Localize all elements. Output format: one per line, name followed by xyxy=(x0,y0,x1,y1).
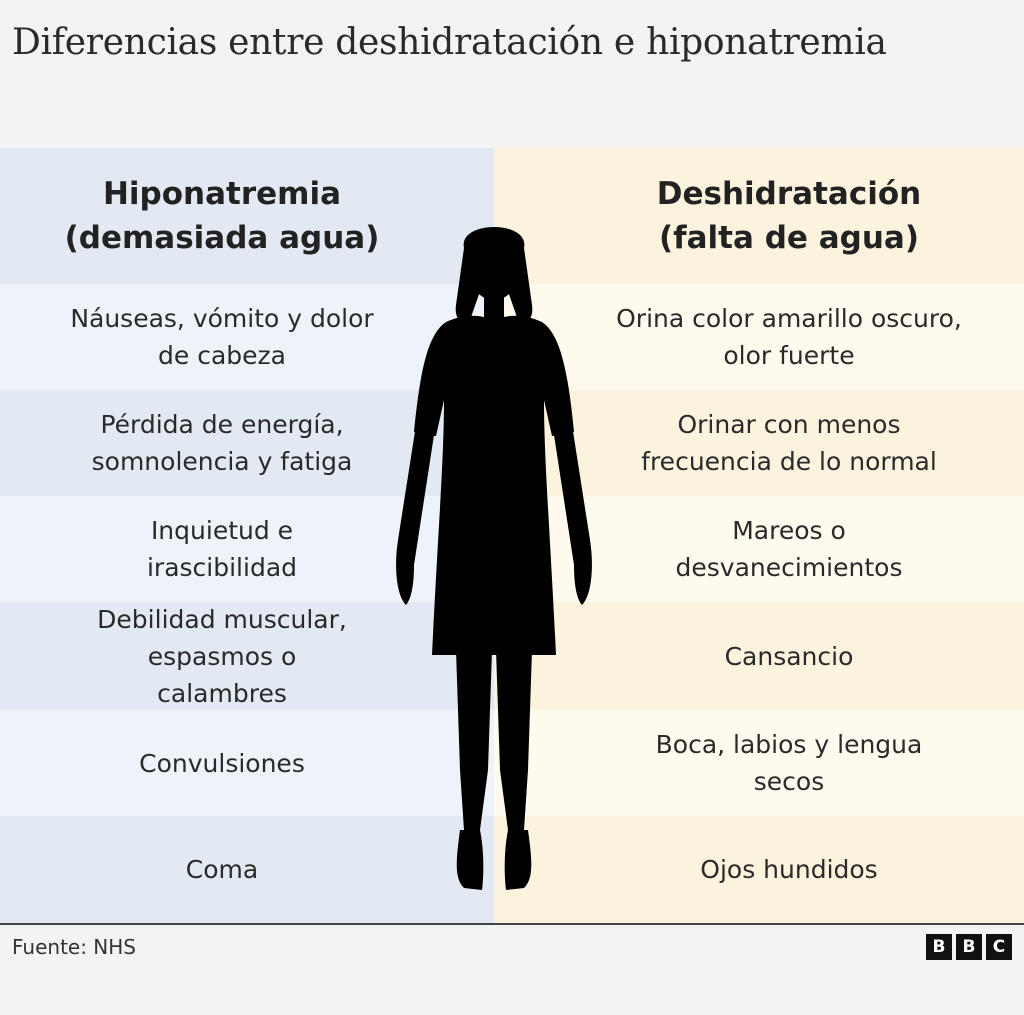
symptom-line: Debilidad muscular, xyxy=(97,604,347,634)
dehydration-symptom: Orinar con menos frecuencia de lo normal xyxy=(494,390,1024,496)
symptom-line: Orina color amarillo oscuro, xyxy=(616,304,962,333)
hyponatremia-symptom: Debilidad muscular, espasmos o calambres xyxy=(0,602,494,710)
woman-silhouette-illustration: .darkfig .hair { fill: #1f4357; } .darkf… xyxy=(396,227,592,890)
logo-letter: C xyxy=(986,934,1012,960)
symptom-line: somnolencia y fatiga xyxy=(91,447,353,476)
symptom-line: de cabeza xyxy=(158,341,286,370)
symptom-line: olor fuerte xyxy=(723,341,855,370)
logo-letter: B xyxy=(926,934,952,960)
hyponatremia-symptom: Coma xyxy=(0,816,494,923)
source-credit: Fuente: NHS xyxy=(12,935,137,959)
symptom-line: Orinar con menos xyxy=(677,410,901,439)
symptom-line: Inquietud e xyxy=(150,516,294,545)
symptom-line: Convulsiones xyxy=(139,748,305,778)
symptom-line: desvanecimientos xyxy=(675,553,903,582)
symptom-line: espasmos o xyxy=(147,641,297,671)
bbc-logo: B B C xyxy=(926,934,1012,960)
hyponatremia-panel: Hiponatremia (demasiada agua) Náuseas, v… xyxy=(0,148,494,923)
hyponatremia-subtitle: (demasiada agua) xyxy=(64,220,380,256)
logo-letter: B xyxy=(956,934,982,960)
symptom-line: calambres xyxy=(157,678,287,708)
symptom-line: secos xyxy=(753,767,825,796)
dehydration-symptom: Orina color amarillo oscuro, olor fuerte xyxy=(494,284,1024,390)
symptom-line: Boca, labios y lengua xyxy=(655,730,923,759)
symptom-line: Coma xyxy=(185,855,259,884)
dehydration-title: Deshidratación xyxy=(656,176,922,212)
symptom-line: Mareos o xyxy=(732,516,846,545)
symptom-line: Cansancio xyxy=(724,641,854,671)
hyponatremia-symptom: Náuseas, vómito y dolor de cabeza xyxy=(0,284,494,390)
hyponatremia-header: Hiponatremia (demasiada agua) xyxy=(0,148,494,284)
hyponatremia-title: Hiponatremia xyxy=(102,176,342,212)
symptom-line: frecuencia de lo normal xyxy=(641,447,937,476)
dehydration-symptom: Ojos hundidos xyxy=(494,816,1024,923)
dehydration-symptom: Boca, labios y lengua secos xyxy=(494,710,1024,816)
hyponatremia-symptom: Pérdida de energía, somnolencia y fatiga xyxy=(0,390,494,496)
hyponatremia-symptom: Convulsiones xyxy=(0,710,494,816)
dehydration-symptom: Cansancio xyxy=(494,602,1024,710)
symptom-line: Ojos hundidos xyxy=(700,855,878,884)
footer-divider xyxy=(0,923,1024,925)
symptom-line: Pérdida de energía, xyxy=(100,410,344,439)
dehydration-header: Deshidratación (falta de agua) xyxy=(494,148,1024,284)
symptom-line: Náuseas, vómito y dolor xyxy=(70,304,374,333)
symptom-line: irascibilidad xyxy=(146,553,298,582)
page-title: Diferencias entre deshidratación e hipon… xyxy=(12,22,887,63)
dehydration-subtitle: (falta de agua) xyxy=(658,220,919,256)
